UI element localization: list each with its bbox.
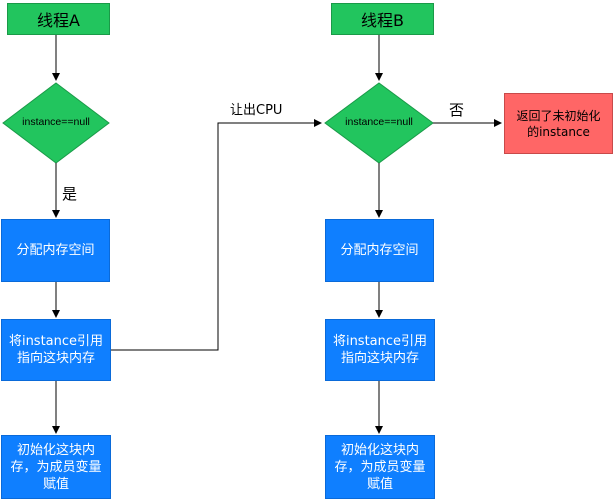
thread-b-label: 线程B bbox=[361, 11, 404, 30]
edge-yield-cpu bbox=[111, 119, 322, 351]
init-b-label: 初始化这块内 存，为成员变量 赋值 bbox=[334, 442, 426, 492]
thread-a-label: 线程A bbox=[37, 11, 80, 30]
thread-a-start: 线程A bbox=[7, 3, 110, 35]
point-b-label: 将instance引用 指向这块内存 bbox=[332, 334, 428, 366]
return-uninitialized-label: 返回了未初始化 的instance bbox=[516, 108, 601, 139]
init-b-box: 初始化这块内 存，为成员变量 赋值 bbox=[325, 435, 435, 499]
edge-label-yield-cpu: 让出CPU bbox=[230, 103, 283, 118]
check-a-label: instance==null bbox=[22, 116, 90, 128]
point-a-box: 将instance引用 指向这块内存 bbox=[1, 319, 111, 381]
return-uninitialized-box: 返回了未初始化 的instance bbox=[504, 93, 613, 154]
init-a-label: 初始化这块内 存，为成员变量 赋值 bbox=[10, 442, 102, 492]
point-a-label: 将instance引用 指向这块内存 bbox=[8, 334, 104, 366]
alloc-a-label: 分配内存空间 bbox=[16, 243, 95, 258]
edge-label-no: 否 bbox=[449, 101, 465, 119]
thread-b-start: 线程B bbox=[331, 3, 434, 35]
check-b-label: instance==null bbox=[345, 116, 413, 128]
alloc-b-label: 分配内存空间 bbox=[340, 243, 419, 258]
alloc-a-box: 分配内存空间 bbox=[1, 219, 110, 282]
edge-label-yes: 是 bbox=[62, 185, 78, 203]
alloc-b-box: 分配内存空间 bbox=[325, 219, 434, 282]
init-a-box: 初始化这块内 存，为成员变量 赋值 bbox=[1, 435, 111, 499]
point-b-box: 将instance引用 指向这块内存 bbox=[325, 319, 435, 381]
